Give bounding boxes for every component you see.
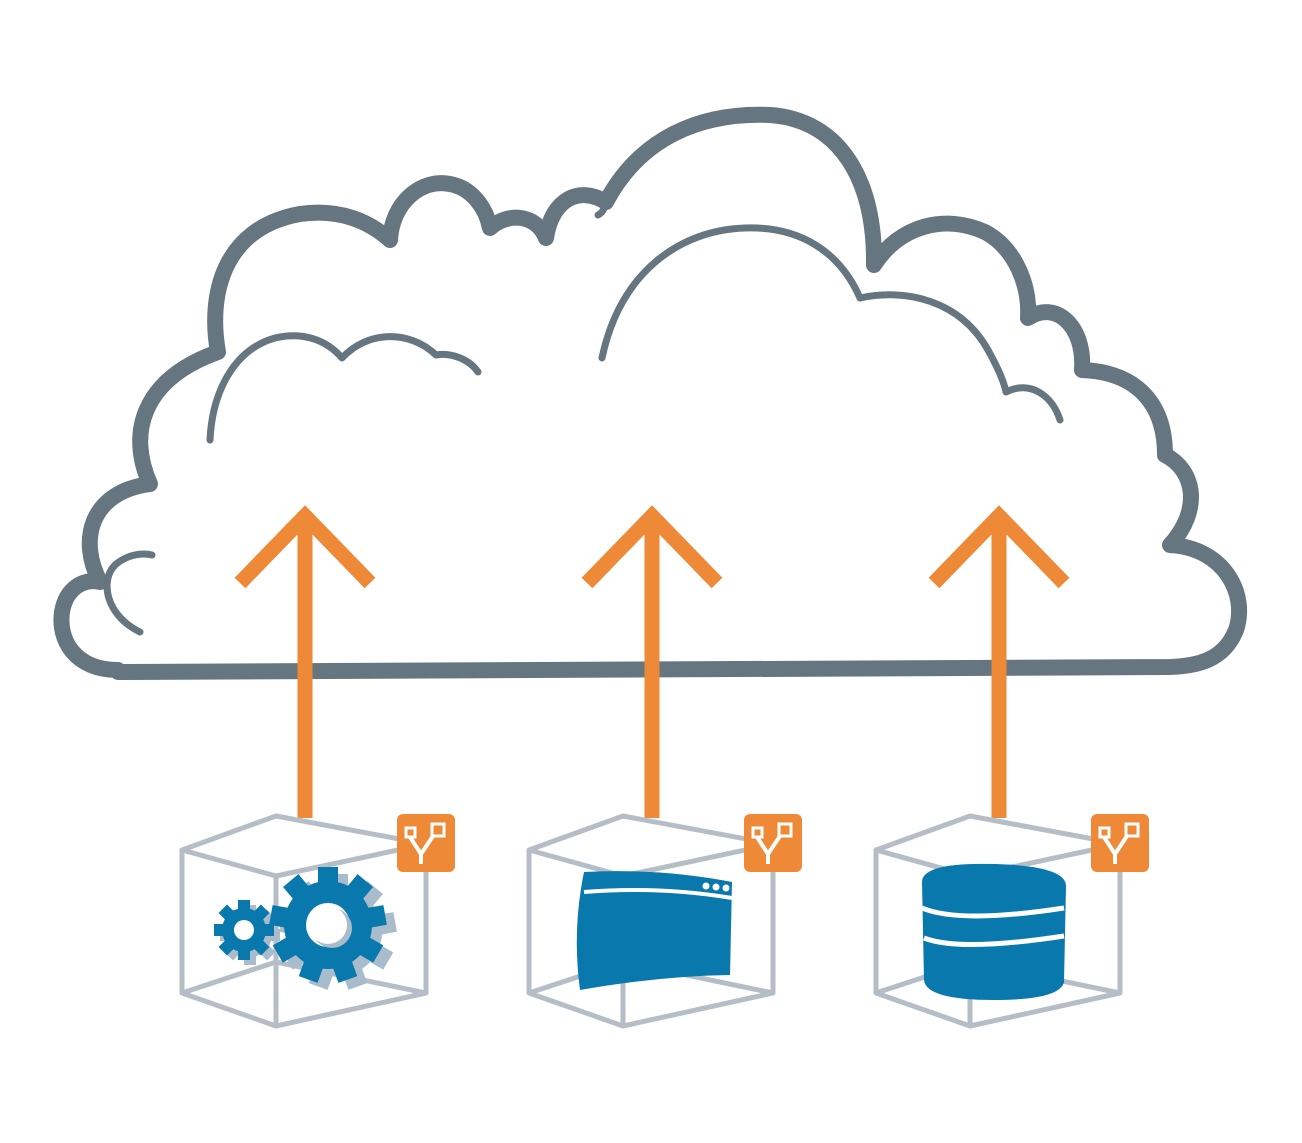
arrow-up-icon (234, 505, 376, 818)
container-services (179, 813, 455, 1029)
database-icon (921, 863, 1066, 1000)
container-badge-icon (397, 814, 455, 872)
container-cube-icon (179, 813, 429, 1029)
arrow-up-icon (928, 505, 1070, 818)
arrow-up-icon (581, 505, 723, 818)
browser-window-icon (576, 871, 733, 990)
container-badge-icon (1091, 814, 1149, 872)
container-storage (873, 813, 1149, 1029)
container-application (526, 813, 802, 1029)
container-badge-icon (744, 814, 802, 872)
gears-icon (214, 867, 397, 990)
cloud-icon (53, 106, 1248, 680)
